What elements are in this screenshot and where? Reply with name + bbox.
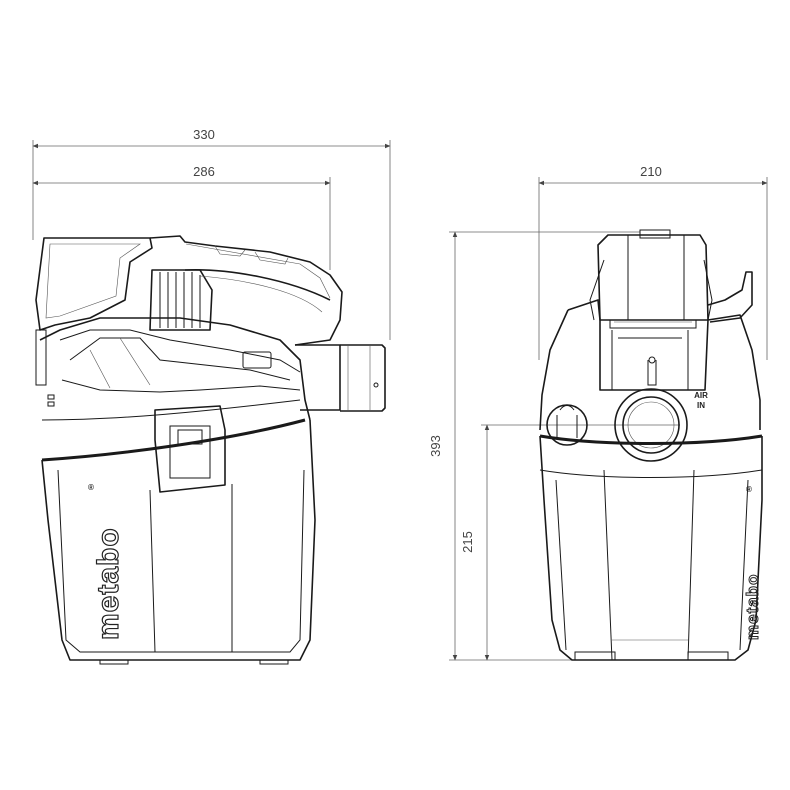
front-view: AIR IN metabo ® (539, 229, 763, 661)
front-battery (597, 234, 709, 321)
battery-pack (35, 237, 153, 331)
air-in-label-2: IN (697, 401, 705, 410)
battery-latch (35, 329, 47, 386)
dimension-210: 210 (538, 164, 768, 360)
hose-hook (707, 271, 753, 323)
suction-knob (546, 404, 588, 446)
brand-logo-front: metabo (743, 574, 762, 640)
dimension-393: 393 (428, 231, 640, 661)
latch-clip (154, 405, 226, 493)
dimension-215-label: 215 (460, 531, 475, 553)
registered-mark-front: ® (746, 485, 752, 494)
housing-band (41, 418, 306, 462)
side-view: metabo ® (35, 235, 386, 665)
motor-cover (149, 235, 343, 346)
dimension-215: 215 (460, 424, 680, 661)
dimension-393-label: 393 (428, 435, 443, 457)
air-in-label-1: AIR (694, 391, 708, 400)
brand-logo-side: metabo (92, 527, 125, 640)
air-inlet (614, 388, 688, 462)
dimension-286: 286 (32, 164, 331, 270)
front-head (567, 299, 761, 430)
dimension-210-label: 210 (640, 164, 662, 179)
dimension-286-label: 286 (193, 164, 215, 179)
hose-port (295, 344, 386, 412)
dust-tank (41, 419, 316, 661)
registered-mark-side: ® (88, 483, 94, 492)
power-switch (242, 351, 272, 369)
dimension-330-label: 330 (193, 127, 215, 142)
dimension-330: 330 (32, 127, 391, 340)
front-housing-band (539, 434, 763, 445)
upper-housing (39, 317, 311, 421)
front-tank (539, 435, 763, 661)
